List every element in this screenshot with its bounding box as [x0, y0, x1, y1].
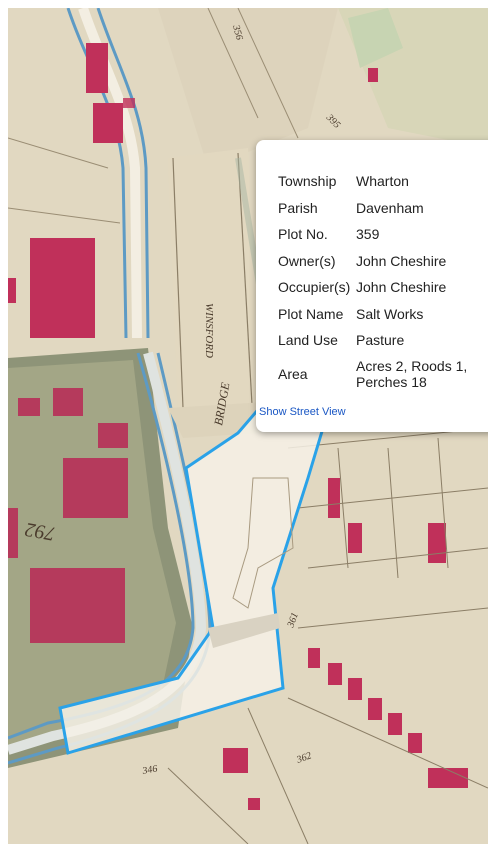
info-value-cell: Acres 2, Roods 1, Perches 18: [356, 354, 488, 394]
plot-label-362: 362: [294, 750, 313, 766]
canal-water: [78, 8, 142, 339]
building: [18, 398, 40, 416]
info-value: Pasture: [356, 332, 405, 349]
building: [368, 68, 378, 82]
info-label: Township: [278, 173, 337, 190]
info-row-area: Area Acres 2, Roods 1, Perches 18: [278, 354, 488, 394]
plot-label-356: 356: [230, 23, 245, 41]
info-value: Wharton: [356, 173, 409, 190]
info-label: Land Use: [278, 332, 338, 349]
plot-boundaries: [167, 427, 488, 844]
road-edge: [172, 157, 184, 409]
info-row-township: Township Wharton: [278, 168, 488, 195]
info-row-plot-no: Plot No. 359: [278, 221, 488, 248]
building: [123, 98, 135, 108]
info-value: 359: [356, 226, 380, 243]
info-row-plot-name: Plot Name Salt Works: [278, 301, 488, 328]
road-label-winsford: WINSFORD: [203, 303, 215, 358]
info-value: John Cheshire: [356, 279, 447, 296]
plot-info-popup: Township Wharton Parish Davenham Plot No…: [256, 140, 488, 432]
winsford-road: [168, 148, 258, 428]
field-boundary: [8, 207, 121, 224]
garden-plot: [348, 8, 403, 68]
info-label: Owner(s): [278, 252, 336, 269]
building: [8, 278, 16, 303]
field-boundary: [8, 137, 109, 169]
plot-structure: [232, 477, 294, 609]
plot-label-361: 361: [285, 611, 301, 630]
info-value: Acres 2, Roods 1, Perches 18: [356, 357, 468, 390]
info-row-owner: Owner(s) John Cheshire: [278, 248, 488, 275]
info-value: John Cheshire: [356, 252, 447, 269]
building: [30, 568, 125, 643]
info-value: Davenham: [356, 199, 424, 216]
info-label: Occupier(s): [278, 279, 351, 296]
river-inner: [8, 360, 176, 748]
info-label: Plot No.: [278, 226, 328, 243]
plot-structure: [208, 613, 280, 648]
building: [63, 458, 128, 518]
info-value: Salt Works: [356, 305, 424, 322]
info-label: Parish: [278, 199, 318, 216]
plot-info-table: Township Wharton Parish Davenham Plot No…: [278, 168, 488, 394]
info-row-occupier: Occupier(s) John Cheshire: [278, 274, 488, 301]
info-row-land-use: Land Use Pasture: [278, 327, 488, 354]
info-row-parish: Parish Davenham: [278, 195, 488, 222]
building: [98, 423, 128, 448]
road-edge: [237, 152, 254, 424]
road-edge: [207, 8, 259, 119]
plot-label-346: 346: [141, 764, 159, 778]
info-label: Plot Name: [278, 305, 344, 322]
building: [8, 508, 18, 558]
canal-bank-left: [66, 8, 128, 339]
show-street-view-link[interactable]: Show Street View: [259, 406, 346, 418]
plot-label-792: 792: [24, 518, 57, 545]
building: [53, 388, 83, 416]
building: [93, 103, 123, 143]
info-label: Area: [278, 365, 308, 382]
building: [30, 238, 95, 338]
road-edge: [237, 8, 299, 139]
canal-bank-right: [96, 8, 150, 339]
building: [86, 43, 108, 93]
